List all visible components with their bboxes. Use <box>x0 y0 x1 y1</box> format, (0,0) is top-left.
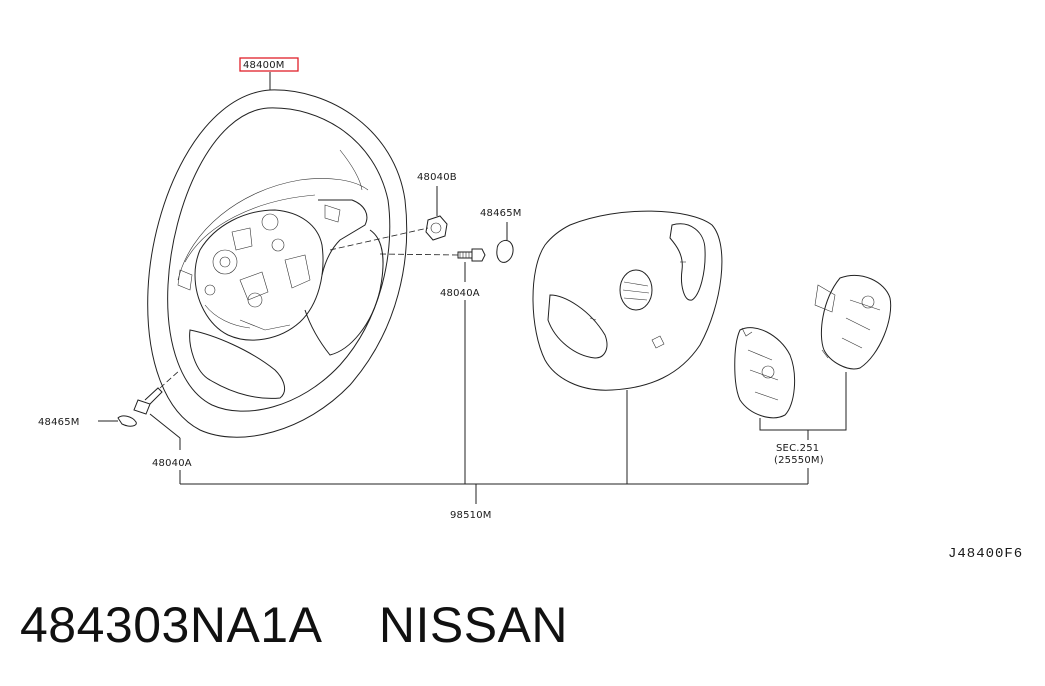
label-switch-ref-2: (25550M) <box>774 455 824 466</box>
cap-48465m-right <box>496 222 514 263</box>
assembly-bracket <box>179 300 809 504</box>
highlight-box <box>239 57 299 72</box>
label-cap-left: 48465M <box>38 417 80 428</box>
bolt-48040a-left <box>133 369 181 450</box>
cap-48465m-left <box>98 415 137 427</box>
label-nut: 48040B <box>417 172 457 183</box>
nut-48040b <box>329 186 448 251</box>
label-bolt-left: 48040A <box>152 458 192 469</box>
label-steering-wheel: 48400M <box>243 60 285 71</box>
airbag-module <box>532 210 723 484</box>
label-cap: 48465M <box>480 208 522 219</box>
label-bolt-center: 48040A <box>440 288 480 299</box>
switch-left <box>734 327 795 419</box>
bolt-48040a-center <box>379 248 486 282</box>
switch-right <box>814 274 892 370</box>
steering-wheel <box>147 72 408 438</box>
brand-name: NISSAN <box>378 597 569 653</box>
label-airbag-assy: 98510M <box>450 510 492 521</box>
caption: 484303NA1A NISSAN <box>20 596 568 654</box>
label-switch-ref-1: SEC.251 <box>776 443 819 454</box>
drawing-code: J48400F6 <box>948 546 1023 562</box>
part-number: 484303NA1A <box>20 597 323 653</box>
